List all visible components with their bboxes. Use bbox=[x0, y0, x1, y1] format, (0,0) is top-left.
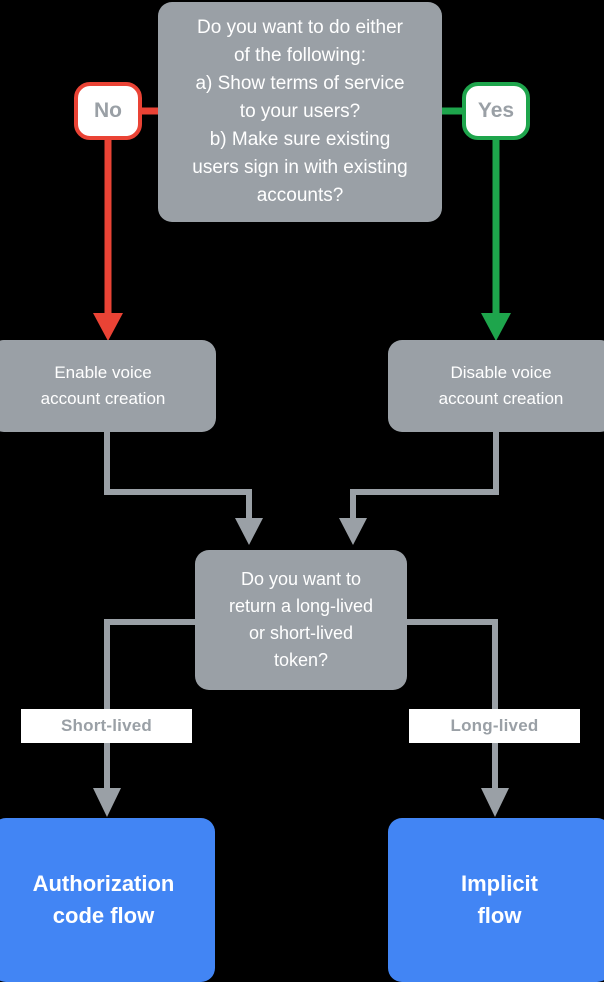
edge-q2-to-implicit bbox=[407, 619, 498, 790]
answer-no-label: No bbox=[94, 99, 122, 122]
edge-label-long-lived: Long-lived bbox=[409, 709, 580, 743]
edge-enable-to-q2 bbox=[104, 432, 252, 520]
edge-q2-to-authorization bbox=[104, 619, 195, 790]
edge-label-short-lived-text: Short-lived bbox=[61, 716, 152, 735]
decision-answer-yes[interactable]: Yes bbox=[462, 82, 530, 140]
decision-answer-no[interactable]: No bbox=[74, 82, 142, 140]
edge-label-short-lived: Short-lived bbox=[21, 709, 192, 743]
arrowhead-disable-to-q2 bbox=[339, 518, 367, 545]
arrowhead-enable-to-q2 bbox=[235, 518, 263, 545]
arrowhead-q2-to-implicit bbox=[481, 788, 509, 817]
edge-disable-to-q2 bbox=[350, 432, 499, 520]
arrowhead-q2-to-authorization bbox=[93, 788, 121, 817]
answer-yes-label: Yes bbox=[477, 99, 515, 122]
arrowhead-no-to-enable bbox=[93, 313, 123, 341]
arrowhead-yes-to-disable bbox=[481, 313, 511, 341]
edge-label-long-lived-text: Long-lived bbox=[450, 716, 539, 735]
